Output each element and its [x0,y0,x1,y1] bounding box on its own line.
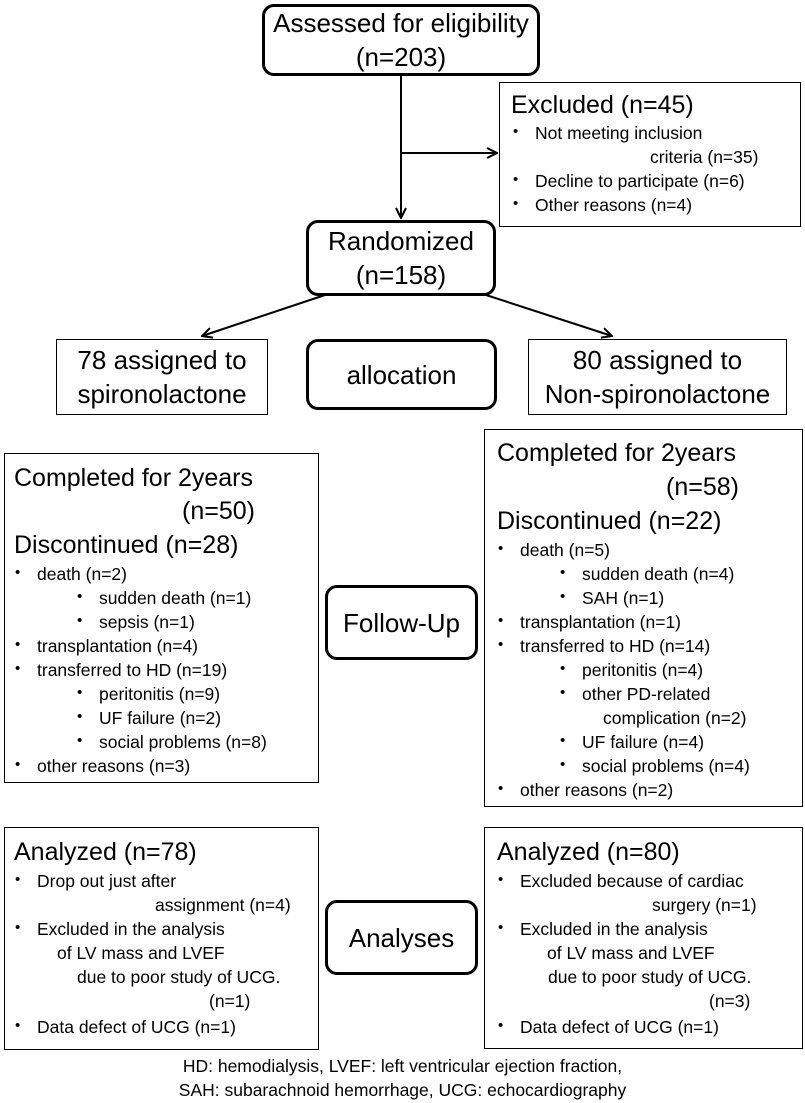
randomized-title: Randomized [328,226,474,256]
followup-label: Follow-Up [342,607,461,638]
arrow-to-left-arm [202,294,326,336]
right-analysis-item: Data defect of UCG (n=1) [498,1014,719,1040]
right-analysis-item-cont: due to poor study of UCG. [548,967,752,987]
right-followup-item: other reasons (n=2) [498,777,673,803]
right-followup-subitem: peritonitis (n=4) [560,657,703,683]
left-analysis-item-cont: (n=1) [209,991,251,1011]
left-followup-subitem: sudden death (n=1) [77,585,251,611]
right-completed-count: (n=58) [666,473,739,501]
left-analysis-item-cont: of LV mass and LVEF [57,943,225,963]
right-analysis-item-cont: of LV mass and LVEF [547,943,715,963]
left-analysis-item-cont: assignment (n=4) [155,895,291,915]
footnote-line-1: HD: hemodialysis, LVEF: left ventricular… [182,1056,623,1076]
left-followup-subitem: social problems (n=8) [77,729,267,755]
right-discontinued: Discontinued (n=22) [497,507,722,535]
right-arm-count: 80 assigned to [572,345,743,375]
right-followup-item: death (n=5) [498,537,610,563]
right-followup-item: transplantation (n=1) [498,609,681,635]
left-followup-subitem: sepsis (n=1) [77,609,195,635]
left-followup-item: transferred to HD (n=19) [15,657,227,683]
right-followup-subitem: sudden death (n=4) [560,561,734,587]
left-analysis-item: Data defect of UCG (n=1) [15,1014,236,1040]
right-analysis-box: Analyzed (n=80) Excluded because of card… [484,827,803,1049]
right-completed: Completed for 2years [497,439,737,467]
left-analysis-item: Excluded in the analysis [15,916,225,942]
allocation-label: allocation [346,359,457,390]
assessed-count: (n=203) [355,42,447,72]
excluded-item: Not meeting inclusion [513,120,702,146]
right-followup-subitem: social problems (n=4) [560,753,750,779]
excluded-item: Decline to participate (n=6) [513,168,745,194]
excluded-item-cont: criteria (n=35) [650,147,759,167]
analyses-label: Analyses [348,922,455,953]
left-followup-item: other reasons (n=3) [15,753,190,779]
arrow-to-right-arm [485,294,612,336]
excluded-item: Other reasons (n=4) [513,192,692,218]
allocation-box: allocation [306,339,497,410]
right-followup-subitem: SAH (n=1) [560,585,664,611]
right-analysis-item: Excluded because of cardiac [498,868,744,894]
left-arm-count: 78 assigned to [77,345,247,375]
right-analysis-item: Excluded in the analysis [498,916,708,942]
assessed-title: Assessed for eligibility [273,8,529,38]
left-analysis-item: Drop out just after [15,868,176,894]
excluded-box: Excluded (n=45) Not meeting inclusion cr… [499,82,801,227]
left-completed: Completed for 2years [14,464,254,492]
left-followup-item: transplantation (n=4) [15,633,198,659]
randomized-box: Randomized (n=158) [306,220,496,296]
left-followup-item: death (n=2) [15,561,127,587]
right-followup-subitem-cont: complication (n=2) [603,708,747,728]
analyses-label-box: Analyses [325,900,478,975]
right-followup-subitem: other PD-related [560,681,710,707]
left-discontinued: Discontinued (n=28) [14,531,239,559]
left-analysis-box: Analyzed (n=78) Drop out just after assi… [4,827,319,1050]
right-arm-box: 80 assigned to Non-spironolactone [528,339,787,415]
right-analysis-item-cont: (n=3) [709,991,751,1011]
left-arm-box: 78 assigned to spironolactone [56,339,268,415]
assessed-box: Assessed for eligibility (n=203) [262,4,540,76]
footnote-line-2: SAH: subarachnoid hemorrhage, UCG: echoc… [178,1080,627,1100]
right-arm-treatment: Non-spironolactone [544,379,771,409]
left-analysis-item-cont: due to poor study of UCG. [77,967,281,987]
left-followup-subitem: UF failure (n=2) [77,705,221,731]
right-followup-box: Completed for 2years (n=58) Discontinued… [484,429,803,807]
right-followup-subitem: UF failure (n=4) [560,729,704,755]
right-analyzed: Analyzed (n=80) [497,838,680,866]
right-followup-item: transferred to HD (n=14) [498,633,710,659]
excluded-title: Excluded (n=45) [511,91,694,119]
randomized-count: (n=158) [355,260,447,290]
right-analysis-item-cont: surgery (n=1) [652,895,757,915]
left-followup-box: Completed for 2years (n=50) Discontinued… [4,453,319,783]
left-analyzed: Analyzed (n=78) [14,838,197,866]
left-completed-count: (n=50) [182,497,255,525]
followup-label-box: Follow-Up [325,585,478,660]
left-followup-subitem: peritonitis (n=9) [77,681,220,707]
left-arm-treatment: spironolactone [77,379,247,409]
